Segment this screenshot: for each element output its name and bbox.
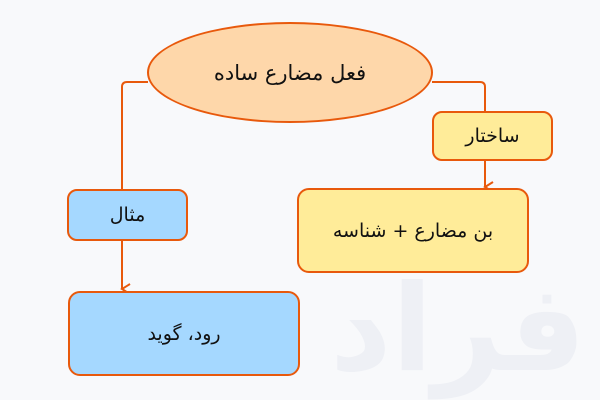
root-label: فعل مضارع ساده	[213, 60, 367, 85]
example-node: مثال	[67, 189, 188, 241]
formula-label: بن مضارع + شناسه	[332, 219, 494, 242]
structure-node: ساختار	[432, 111, 553, 161]
example-label: مثال	[109, 204, 146, 226]
example-items-node: رود، گوید	[68, 291, 300, 376]
formula-node: بن مضارع + شناسه	[297, 188, 529, 273]
structure-label: ساختار	[465, 125, 520, 147]
connector-root-to-structure	[432, 81, 486, 111]
connector-root-to-example	[121, 81, 148, 190]
example-items-label: رود، گوید	[147, 322, 221, 345]
root-node: فعل مضارع ساده	[147, 22, 433, 123]
